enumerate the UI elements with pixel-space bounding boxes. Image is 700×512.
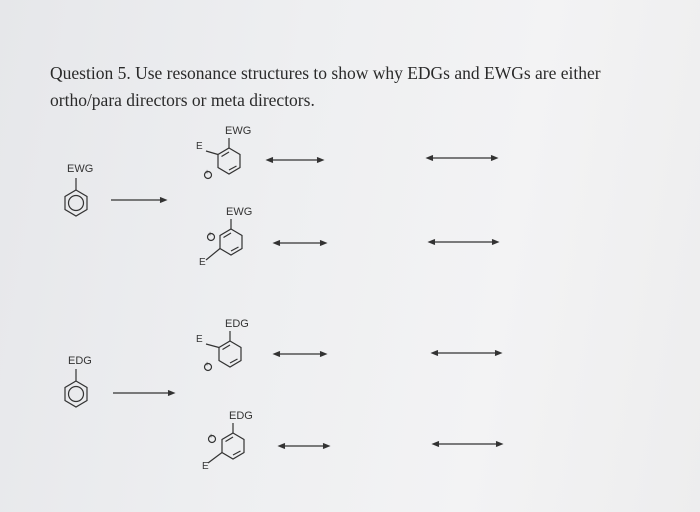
plus-charge-1: +: [205, 169, 210, 176]
plus-charge-2: +: [208, 231, 213, 238]
edg-label-ortho: EDG: [225, 318, 249, 330]
electrophile-label-1: E: [196, 141, 203, 152]
arrow-edg-start: [113, 389, 176, 397]
resonance-arrow-row2-col2: [427, 238, 500, 246]
intermediate-ewg-ortho: [203, 138, 241, 180]
plus-charge-3: +: [205, 361, 210, 368]
edg-label-para: EDG: [229, 410, 253, 422]
resonance-arrow-row2-col1: [272, 239, 328, 247]
resonance-arrow-row4-col2: [431, 440, 504, 448]
question-line-2: ortho/para directors or meta directors.: [50, 90, 315, 110]
resonance-arrow-row4-col1: [277, 442, 331, 450]
plus-charge-4: +: [209, 433, 214, 440]
question-line-1: Question 5. Use resonance structures to …: [50, 63, 601, 83]
ewg-label-para: EWG: [226, 206, 253, 218]
intermediate-edg-para: [207, 423, 245, 464]
electrophile-label-3: E: [196, 334, 203, 345]
resonance-arrow-row1-col1: [265, 156, 325, 164]
electrophile-label-4: E: [202, 461, 209, 472]
arrow-ewg-start: [111, 196, 168, 204]
ewg-label-start: EWG: [67, 163, 94, 175]
resonance-arrow-row3-col2: [430, 349, 503, 357]
intermediate-ewg-para: [205, 219, 243, 261]
ewg-label-ortho: EWG: [225, 125, 252, 137]
intermediate-edg-ortho: [203, 331, 242, 372]
benzene-ewg-start: [64, 178, 88, 217]
edg-label-start: EDG: [68, 355, 92, 367]
resonance-arrow-row3-col1: [272, 350, 328, 358]
resonance-arrow-row1-col2: [425, 154, 499, 162]
benzene-edg-start: [64, 369, 88, 408]
question-text: Question 5. Use resonance structures to …: [50, 60, 690, 114]
electrophile-label-2: E: [199, 257, 206, 268]
